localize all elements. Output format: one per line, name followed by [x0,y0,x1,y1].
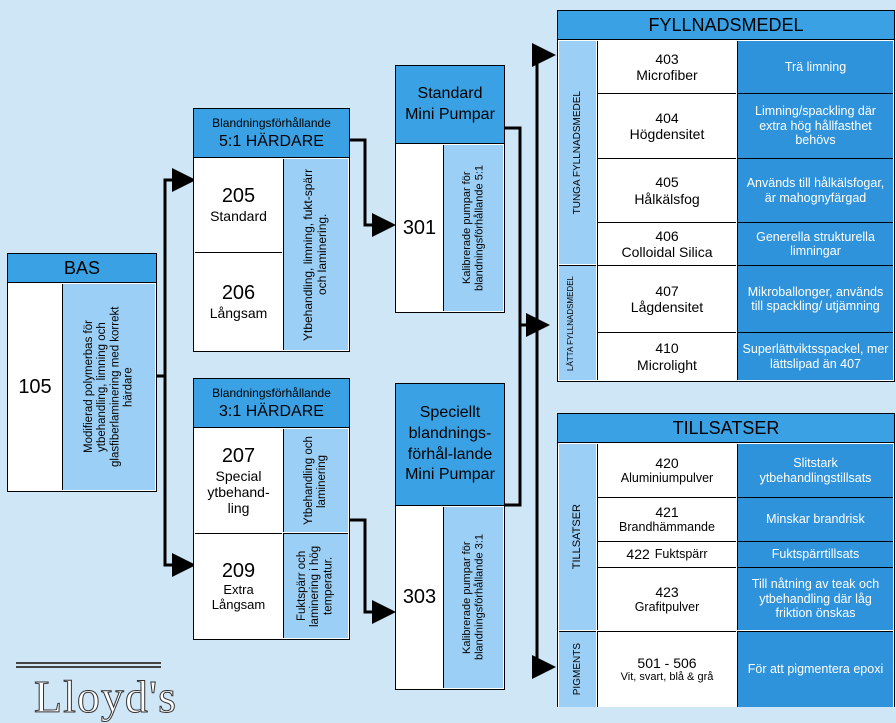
hardare31-item2-desc: Fuktspärr och laminering i hög temperatu… [283,533,348,638]
fyllnad-code: 405 [655,174,679,191]
hardare31-header: Blandningsförhållande 3:1 HÄRDARE [193,378,350,428]
fyllnad-name: Högdensitet [629,126,705,142]
fyllnad-name: Colloidal Silica [621,244,713,260]
fyllnad-code: 410 [655,340,679,357]
fyllnad-row-3-desc: Generella strukturella limningar [737,222,893,265]
tillsatser-code: 423 [655,583,679,600]
line-to-fyllnad [532,43,556,325]
line-207-to-303 [350,518,396,624]
tillsatser-row-0-desc: Slitstark ytbehandlingstillsats [737,444,893,497]
fyllnad-row-0-desc: Trä limning [737,41,893,93]
hardare51-item-205: 205 Standard [195,159,282,251]
fyllnad-code: 403 [655,50,679,67]
fyllnad-row-4-desc: Mikroballonger, används till spackling/ … [737,265,893,332]
pigments-group: PIGMENTS [559,631,596,707]
fyllnad-code: 407 [655,282,679,299]
fyllnad-row-1-desc: Limning/spackling där extra hög hållfast… [737,93,893,158]
fyllnad-name: Microfiber [636,67,698,83]
fyllnad-name: Lågdensitet [630,299,704,315]
tillsatser-row-2-desc: Fuktspärrtillsats [737,541,893,567]
tillsatser-row-2-product: 422 Fuktspärr [597,541,736,567]
line-pump1-out [505,126,550,337]
tillsatser-row-1-desc: Minskar brandrisk [737,497,893,541]
tillsatser-name: Brandhämmande [619,520,715,535]
tillsatser-name: Vit, svart, blå & grå [620,671,714,684]
tillsatser-row-3-desc: Till nåtning av teak och ytbehandling dä… [737,567,893,630]
bas-header: BAS [7,253,157,283]
hardare31-item-207: 207 Special ytbehand-ling [195,429,282,532]
tillsatser-code: 420 [655,455,679,472]
tillsatser-header: TILLSATSER [557,413,895,443]
tillsatser-code: 421 [655,504,679,521]
fyllnad-code: 404 [655,109,679,126]
tillsatser-row-4-desc: För att pigmentera epoxi [737,631,893,707]
fyllnad-code: 406 [655,227,679,244]
tillsatser-name: Aluminiumpulver [620,471,714,486]
logo-text: Lloyd's [33,671,178,723]
pump2-header: Speciellt blandnings-förhål-lande Mini P… [395,383,505,506]
pump1-code: 301 [397,145,442,311]
line-bas-to-hardare [157,168,196,378]
tillsatser-name: Grafitpulver [634,599,700,614]
hardare31-item-209: 209 Extra Långsam [195,533,282,638]
fyllnad-group-tunga: TUNGA FYLLNADSMEDEL [559,41,596,264]
fyllnad-row-5-desc: Superlättviktsspackel, mer lättslipad än… [737,332,893,380]
connector-lines [157,43,556,679]
lloyds-logo: Lloyd's [16,662,177,723]
line-to-tillsatser [532,325,556,679]
pump2-desc: Kalibrerade pumpar för blandningsförhåll… [443,507,503,688]
fyllnad-name: Hålkälsfog [634,190,700,207]
fyllnad-name: Microlight [637,356,697,373]
bas-desc: Modifierad polymerbas för ytbehandling, … [62,284,155,490]
pump1-desc: Kalibrerade pumpar för blandningsförhåll… [443,145,503,311]
bas-code: 105 [9,284,61,490]
pump2-code: 303 [397,507,442,688]
tillsatser-code: 501 - 506 [637,655,697,672]
line-205-to-301 [350,138,396,237]
hardare51-desc: Ytbehandling, limning, fukt-spärr och la… [283,159,348,350]
hardare31-item1-desc: Ytbehandling och laminering [283,429,348,532]
line-bas-to-hardare31 [163,376,196,577]
tillsatser-name: Fuktspärr [654,547,708,562]
pump1-header: Standard Mini Pumpar [395,65,505,144]
hardare51-item-206: 206 Långsam [195,252,282,350]
tillsatser-code: 422 [626,546,650,563]
fyllnad-group-latta: LÄTTA FYLLNADSMEDEL [559,265,596,380]
hardare51-header: Blandningsförhållande 5:1 HÄRDARE [193,108,350,158]
line-pump2-out [505,325,522,507]
tillsatser-group: TILLSATSER [559,444,596,630]
fyllnad-row-2-desc: Används till hålkälsfogar, är mahognyfär… [737,158,893,222]
fyllnad-header: FYLLNADSMEDEL [557,10,895,40]
